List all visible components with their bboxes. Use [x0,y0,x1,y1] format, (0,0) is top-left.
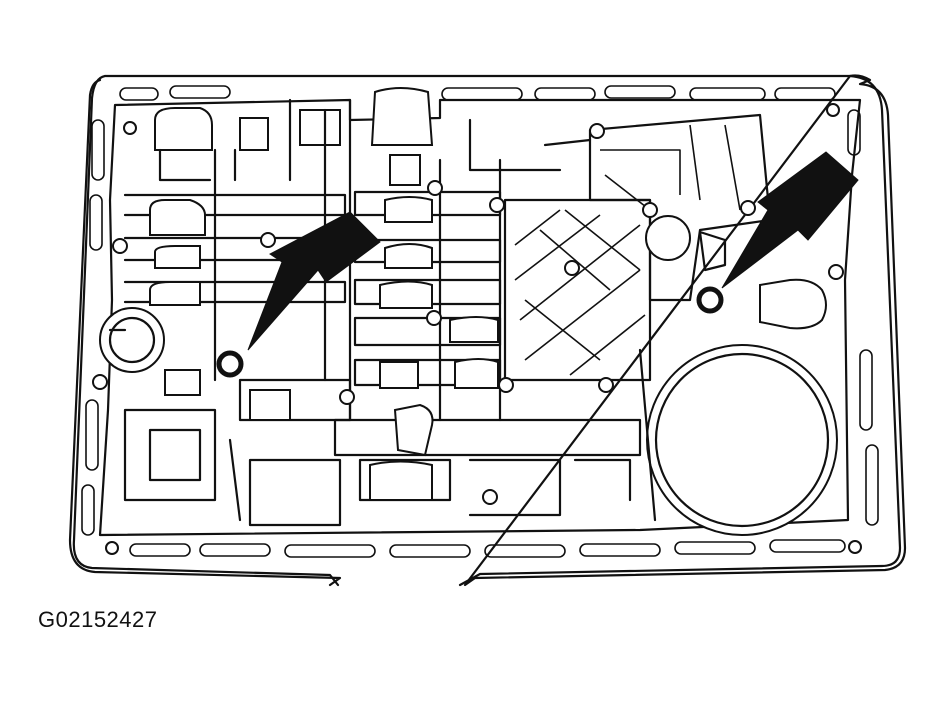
figure-id-label: G02152427 [38,607,158,632]
plate-outer-edge [72,74,902,587]
valve-spools [149,87,827,501]
highlighted-seal-left [216,350,244,378]
body-walls [108,98,657,522]
highlighted-seal-right [696,286,724,314]
valve-body-diagram [68,74,907,587]
diagonal-webbing [503,113,772,382]
bolt-holes [92,103,862,555]
gasket-channel [81,85,879,558]
left-accumulator-bore [99,307,165,373]
right-arrow-pointing-to-seal [721,151,859,289]
large-servo-bore [646,344,838,536]
left-arrow-pointing-to-seal [247,211,381,351]
